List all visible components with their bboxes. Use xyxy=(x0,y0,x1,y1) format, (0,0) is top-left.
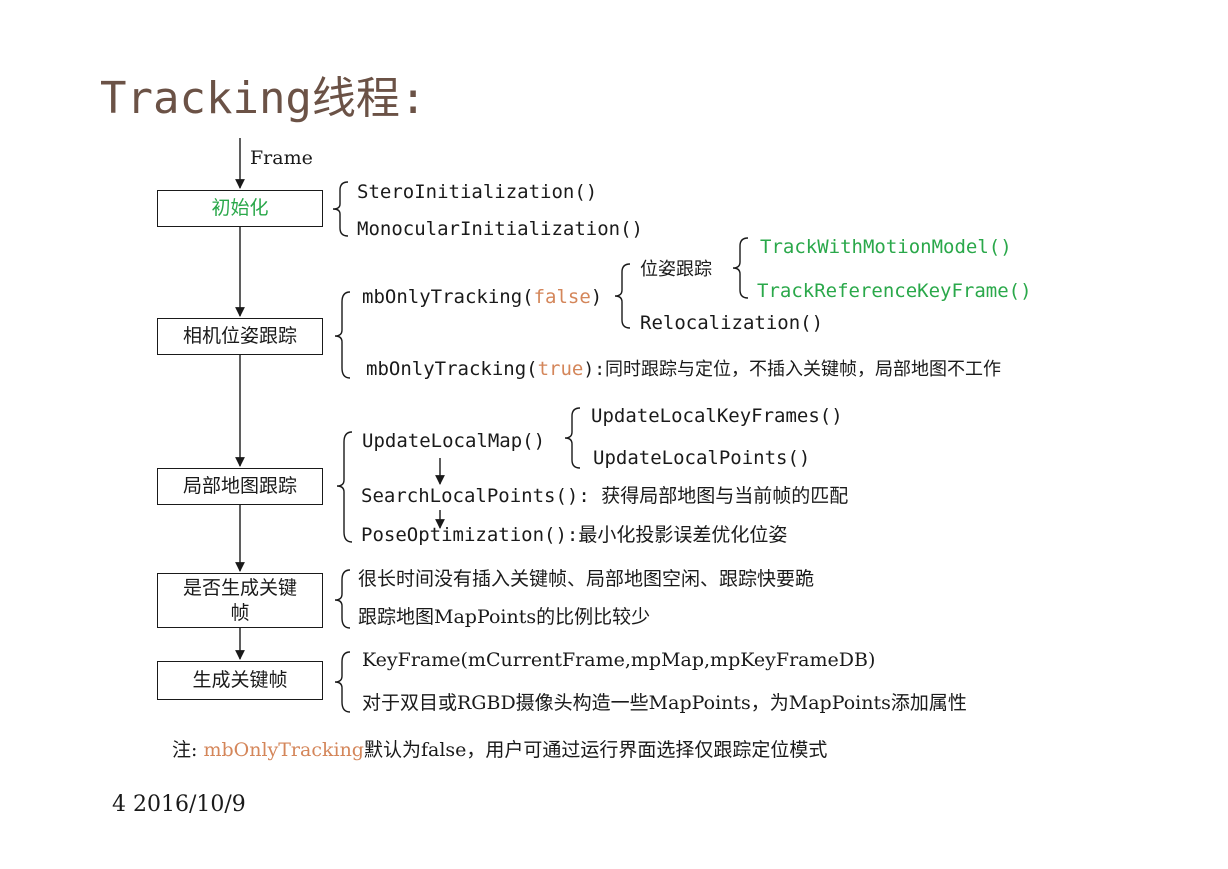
box-create-keyframe: 生成关键帧 xyxy=(157,661,323,700)
keyframe-condition-2: 跟踪地图MapPoints的比例比较少 xyxy=(358,606,651,628)
only-tracking-true-value: true xyxy=(537,358,584,380)
box-camera-pose-tracking: 相机位姿跟踪 xyxy=(157,318,323,355)
update-local-points-label: UpdateLocalPoints() xyxy=(593,447,811,469)
only-tracking-true-prefix: mbOnlyTracking( xyxy=(366,358,538,380)
mode-note-prefix: 注: xyxy=(172,739,204,761)
mode-note-highlight: mbOnlyTracking xyxy=(203,739,364,761)
mode-note-suffix: 默认为false，用户可通过运行界面选择仅跟踪定位模式 xyxy=(363,739,828,761)
brace-update-local-map xyxy=(564,407,581,469)
brace-false-branch xyxy=(614,263,631,329)
only-tracking-true-suffix: ):同时跟踪与定位，不插入关键帧，局部地图不工作 xyxy=(583,359,1002,380)
only-tracking-false-prefix: mbOnlyTracking( xyxy=(362,286,534,308)
only-tracking-false: mbOnlyTracking(false) xyxy=(362,285,602,309)
stereo-mappoints-note: 对于双目或RGBD摄像头构造一些MapPoints，为MapPoints添加属性 xyxy=(362,692,967,714)
only-tracking-false-suffix: ) xyxy=(590,286,603,308)
box-keyframe-decision-line2: 帧 xyxy=(230,601,250,624)
mode-note: 注: mbOnlyTracking默认为false，用户可通过运行界面选择仅跟踪… xyxy=(172,738,827,762)
update-local-keyframes-label: UpdateLocalKeyFrames() xyxy=(591,405,843,427)
slide-title: Tracking线程: xyxy=(100,73,427,124)
brace-init xyxy=(332,181,349,237)
brace-keyframe-create xyxy=(334,651,351,713)
track-motion-model-label: TrackWithMotionModel() xyxy=(760,236,1012,258)
stereo-init-label: SteroInitialization() xyxy=(357,181,598,203)
update-local-map-label: UpdateLocalMap() xyxy=(362,430,546,452)
only-tracking-true: mbOnlyTracking(true):同时跟踪与定位，不插入关键帧，局部地图… xyxy=(366,357,1001,382)
brace-local-map xyxy=(336,431,353,543)
track-reference-keyframe-label: TrackReferenceKeyFrame() xyxy=(757,280,1032,302)
relocalization-label: Relocalization() xyxy=(640,312,824,334)
box-keyframe-decision-line1: 是否生成关键 xyxy=(182,576,297,599)
pose-optimization-label: PoseOptimization():最小化投影误差优化位姿 xyxy=(361,524,788,546)
mono-init-label: MonocularInitialization() xyxy=(357,218,643,240)
keyframe-condition-1: 很长时间没有插入关键帧、局部地图空闲、跟踪快要跪 xyxy=(358,568,815,590)
box-keyframe-decision: 是否生成关键 帧 xyxy=(157,573,323,628)
input-frame-label: Frame xyxy=(250,147,313,169)
brace-keyframe-decide xyxy=(334,569,351,629)
brace-camera-pose xyxy=(334,291,351,379)
pose-tracking-label: 位姿跟踪 xyxy=(640,259,712,280)
keyframe-constructor-label: KeyFrame(mCurrentFrame,mpMap,mpKeyFrameD… xyxy=(362,649,876,671)
box-initialization: 初始化 xyxy=(157,190,323,227)
search-local-points-label: SearchLocalPoints(): 获得局部地图与当前帧的匹配 xyxy=(361,485,849,507)
only-tracking-false-value: false xyxy=(533,286,591,308)
slide-footer: 4 2016/10/9 xyxy=(112,792,246,817)
box-local-map-tracking: 局部地图跟踪 xyxy=(157,468,323,505)
brace-pose-tracking xyxy=(732,237,749,299)
